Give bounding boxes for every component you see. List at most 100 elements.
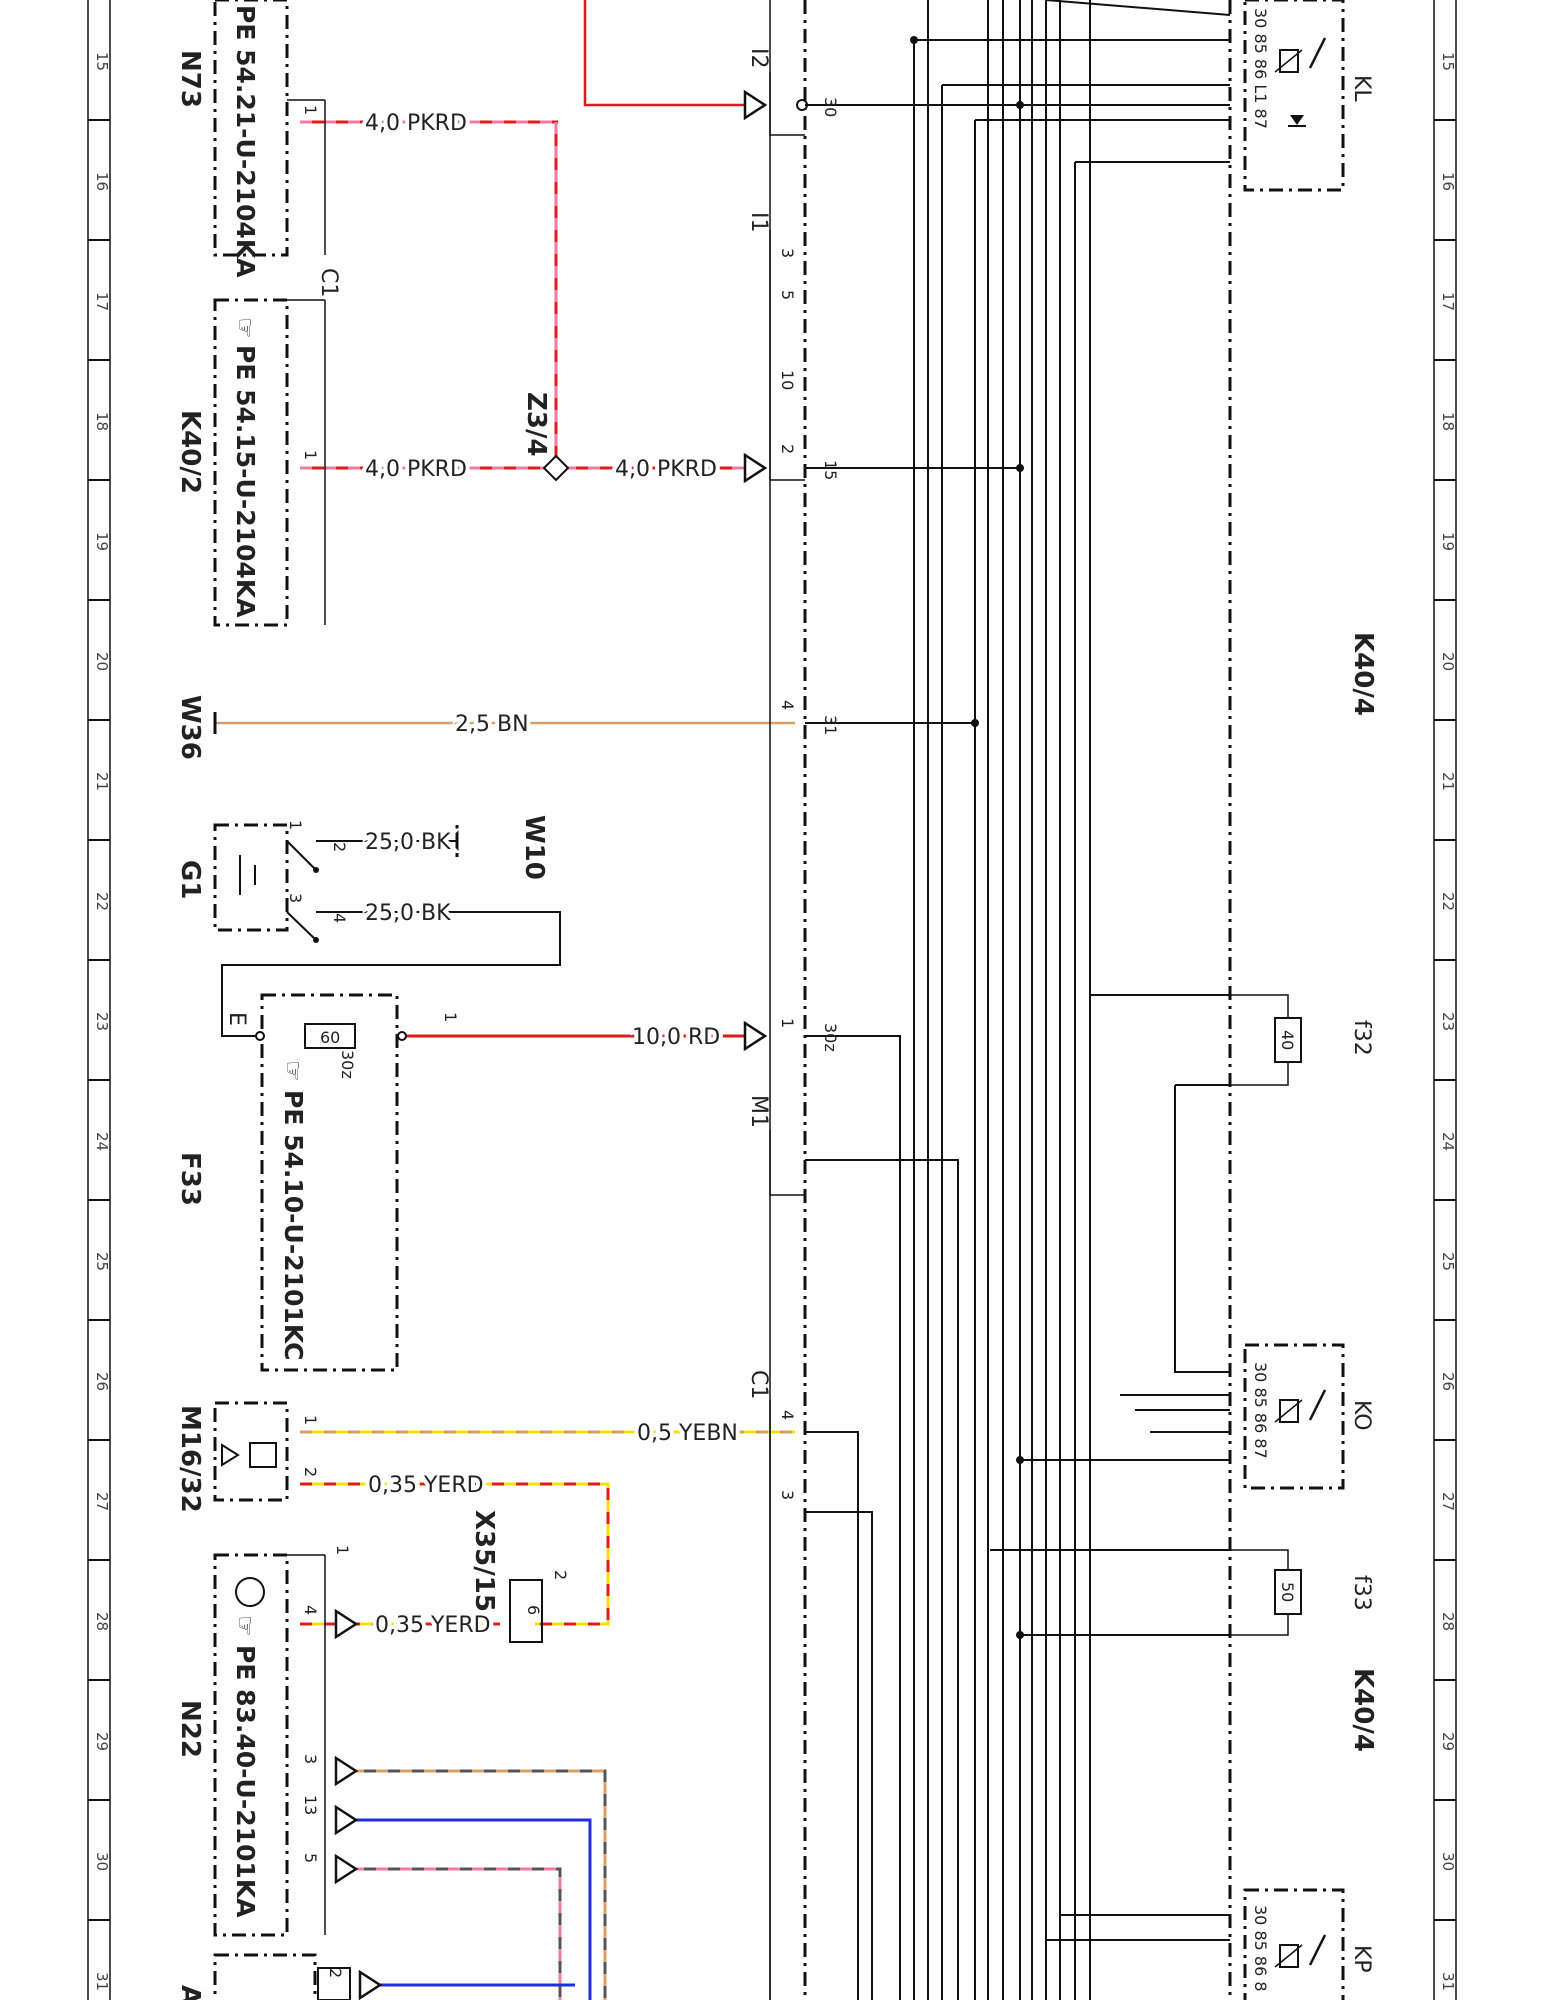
arrow-markers <box>334 89 768 2000</box>
grid-number: 23 <box>93 1012 111 1031</box>
grid-number: 16 <box>1439 172 1457 191</box>
pin-c1-4: 4 <box>778 1410 797 1420</box>
wire-label-w2: 4,0 PKRD <box>365 457 467 482</box>
fuse-value-f33: 50 <box>1278 1582 1297 1602</box>
pin-f33-30z: 30z <box>338 1050 357 1079</box>
label-f33: F33 <box>175 1152 205 1206</box>
wire-n22-pin5 <box>340 1867 562 2000</box>
pin-g1-4: 4 <box>330 913 349 923</box>
label-n22: N22 <box>175 1700 205 1758</box>
label-k40-4-bottom: K40/4 <box>1348 1668 1378 1752</box>
z3-4-splice <box>542 454 570 482</box>
grid-number: 18 <box>93 412 111 431</box>
fuse-label-f32: f32 <box>1349 1020 1374 1056</box>
wire-n22-pin3 <box>340 1769 607 2000</box>
grid-number: 25 <box>1439 1252 1457 1271</box>
g1-frame <box>213 823 319 943</box>
relay-pins-kl: 30 85 86 L1 87 <box>1251 8 1270 129</box>
grid-number: 15 <box>93 52 111 71</box>
grid-number: 22 <box>1439 892 1457 911</box>
pin-n22-3: 3 <box>301 1754 320 1764</box>
bus-wires <box>805 0 1231 2000</box>
pin-g1-1: 1 <box>286 820 305 830</box>
grid-number: 23 <box>1439 1012 1457 1031</box>
grid-number: 15 <box>1439 52 1457 71</box>
grid-number: 17 <box>1439 292 1457 311</box>
connector-label-c1a: C1 <box>316 268 341 297</box>
relay-kp <box>1243 1888 1345 2000</box>
wire-i2-red <box>583 0 752 107</box>
grid-number: 21 <box>93 772 111 791</box>
pin-15: 15 <box>821 460 840 480</box>
grid-number: 17 <box>93 292 111 311</box>
pin-x35-2: 2 <box>551 1570 570 1580</box>
k40-2-frame <box>213 298 326 627</box>
fuse-value-f32: 40 <box>1278 1030 1297 1050</box>
label-g1: G1 <box>175 860 205 899</box>
relay-ko <box>1243 1343 1345 1490</box>
wire-g1-bk <box>221 840 561 1037</box>
grid-number: 20 <box>1439 652 1457 671</box>
pin-i1-2: 2 <box>778 444 797 454</box>
label-k40-2: K40/2 <box>175 410 205 494</box>
pin-m16-2: 2 <box>301 1467 320 1477</box>
grid-number: 19 <box>93 532 111 551</box>
grid-number: 16 <box>93 172 111 191</box>
label-k40-4-top: K40/4 <box>1348 632 1378 716</box>
m16-32-frame <box>213 1401 289 1502</box>
x35-15-connector <box>509 1579 543 1643</box>
label-x35-15: X35/15 <box>469 1510 499 1612</box>
wire-m16-yerd <box>300 1482 610 1626</box>
pin-n22-4: 4 <box>301 1605 320 1615</box>
grid-number: 27 <box>93 1492 111 1511</box>
grid-number: 27 <box>1439 1492 1457 1511</box>
fuse-f32 <box>1230 994 1302 1086</box>
grid-number: 28 <box>1439 1612 1457 1631</box>
wire-label-w7: 10,0 RD <box>632 1025 720 1050</box>
relay-label-kl: KL <box>1349 75 1374 102</box>
connector-label-m1: M1 <box>746 1095 771 1128</box>
wire-label-w10: 0,35 YERD <box>375 1613 491 1638</box>
pin-31: 31 <box>821 715 840 735</box>
connector-m1 <box>769 1130 805 1196</box>
grid-number: 30 <box>93 1852 111 1871</box>
wire-n22-pin13 <box>340 1818 592 2000</box>
wire-n73-pkrd <box>300 120 558 468</box>
n22-frame <box>213 1553 326 1937</box>
label-w10: W10 <box>519 815 549 880</box>
connector-label-i2: I2 <box>746 48 771 69</box>
grid-rail-left <box>87 0 111 2000</box>
label-n73: N73 <box>175 50 205 108</box>
wire-label-w5: 25,0 BK <box>365 830 451 855</box>
hand-icon: ☞ <box>231 1615 259 1637</box>
wire-label-w8: 0,5 YEBN <box>637 1421 738 1446</box>
pin-g1-3: 3 <box>286 893 305 903</box>
grid-number: 25 <box>93 1252 111 1271</box>
label-m16-32: M16/32 <box>175 1405 205 1513</box>
grid-number: 30 <box>1439 1852 1457 1871</box>
pin-n22-5: 5 <box>301 1853 320 1863</box>
wire-label-w6: 25,0 BK <box>365 901 451 926</box>
grid-rail-right <box>1433 0 1457 2000</box>
grid-number: 26 <box>1439 1372 1457 1391</box>
connector-label-i1: I1 <box>746 212 771 233</box>
wire-label-w9: 0,35 YERD <box>368 1473 484 1498</box>
f33-frame <box>255 993 407 1372</box>
fuse-label-f33: f33 <box>1349 1575 1374 1611</box>
junction-dots <box>910 36 1024 1639</box>
grid-number: 31 <box>93 1972 111 1991</box>
pin-w36-4: 4 <box>778 700 797 710</box>
relay-label-ko: KO <box>1349 1400 1374 1431</box>
grid-number: 26 <box>93 1372 111 1391</box>
grid-number: 24 <box>93 1132 111 1151</box>
pin-f33-1: 1 <box>778 1018 797 1028</box>
relay-pins-kp: 30 85 86 8 <box>1251 1905 1270 1992</box>
grid-number: 18 <box>1439 412 1457 431</box>
pin-c1-3: 3 <box>778 1490 797 1500</box>
connector-i2 <box>769 72 808 136</box>
relay-kl <box>1243 0 1345 192</box>
pin-i1-5: 5 <box>778 290 797 300</box>
grid-number: 31 <box>1439 1972 1457 1991</box>
